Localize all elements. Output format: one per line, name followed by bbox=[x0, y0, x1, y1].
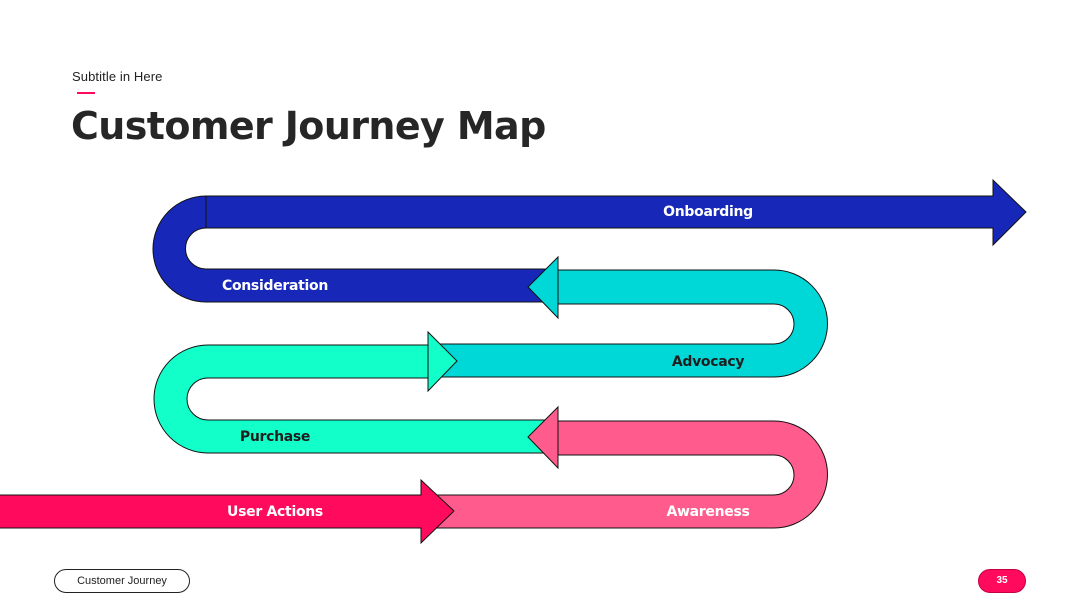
page-number-badge: 35 bbox=[978, 569, 1026, 593]
footer-section-label: Customer Journey bbox=[54, 569, 190, 593]
awareness-arrowhead bbox=[527, 405, 559, 470]
stage-label-onboarding: Onboarding bbox=[663, 204, 753, 220]
purchase-uturn bbox=[153, 344, 559, 454]
slide-title: Customer Journey Map bbox=[71, 104, 546, 148]
slide-subtitle: Subtitle in Here bbox=[72, 69, 163, 84]
stage-label-awareness: Awareness bbox=[666, 504, 750, 520]
stage-label-user-actions: User Actions bbox=[227, 504, 323, 520]
stage-label-purchase: Purchase bbox=[239, 429, 311, 445]
subtitle-accent-line bbox=[77, 92, 95, 94]
user-actions-arrow bbox=[0, 478, 455, 545]
consideration-uturn bbox=[152, 195, 559, 303]
purchase-arrowhead bbox=[427, 330, 458, 393]
advocacy-arrowhead bbox=[527, 255, 559, 320]
advocacy-uturn bbox=[429, 269, 828, 378]
stage-label-advocacy: Advocacy bbox=[671, 354, 745, 370]
stage-label-consideration: Consideration bbox=[221, 278, 329, 294]
onboarding-arrow bbox=[205, 178, 1027, 247]
awareness-uturn bbox=[419, 420, 828, 529]
